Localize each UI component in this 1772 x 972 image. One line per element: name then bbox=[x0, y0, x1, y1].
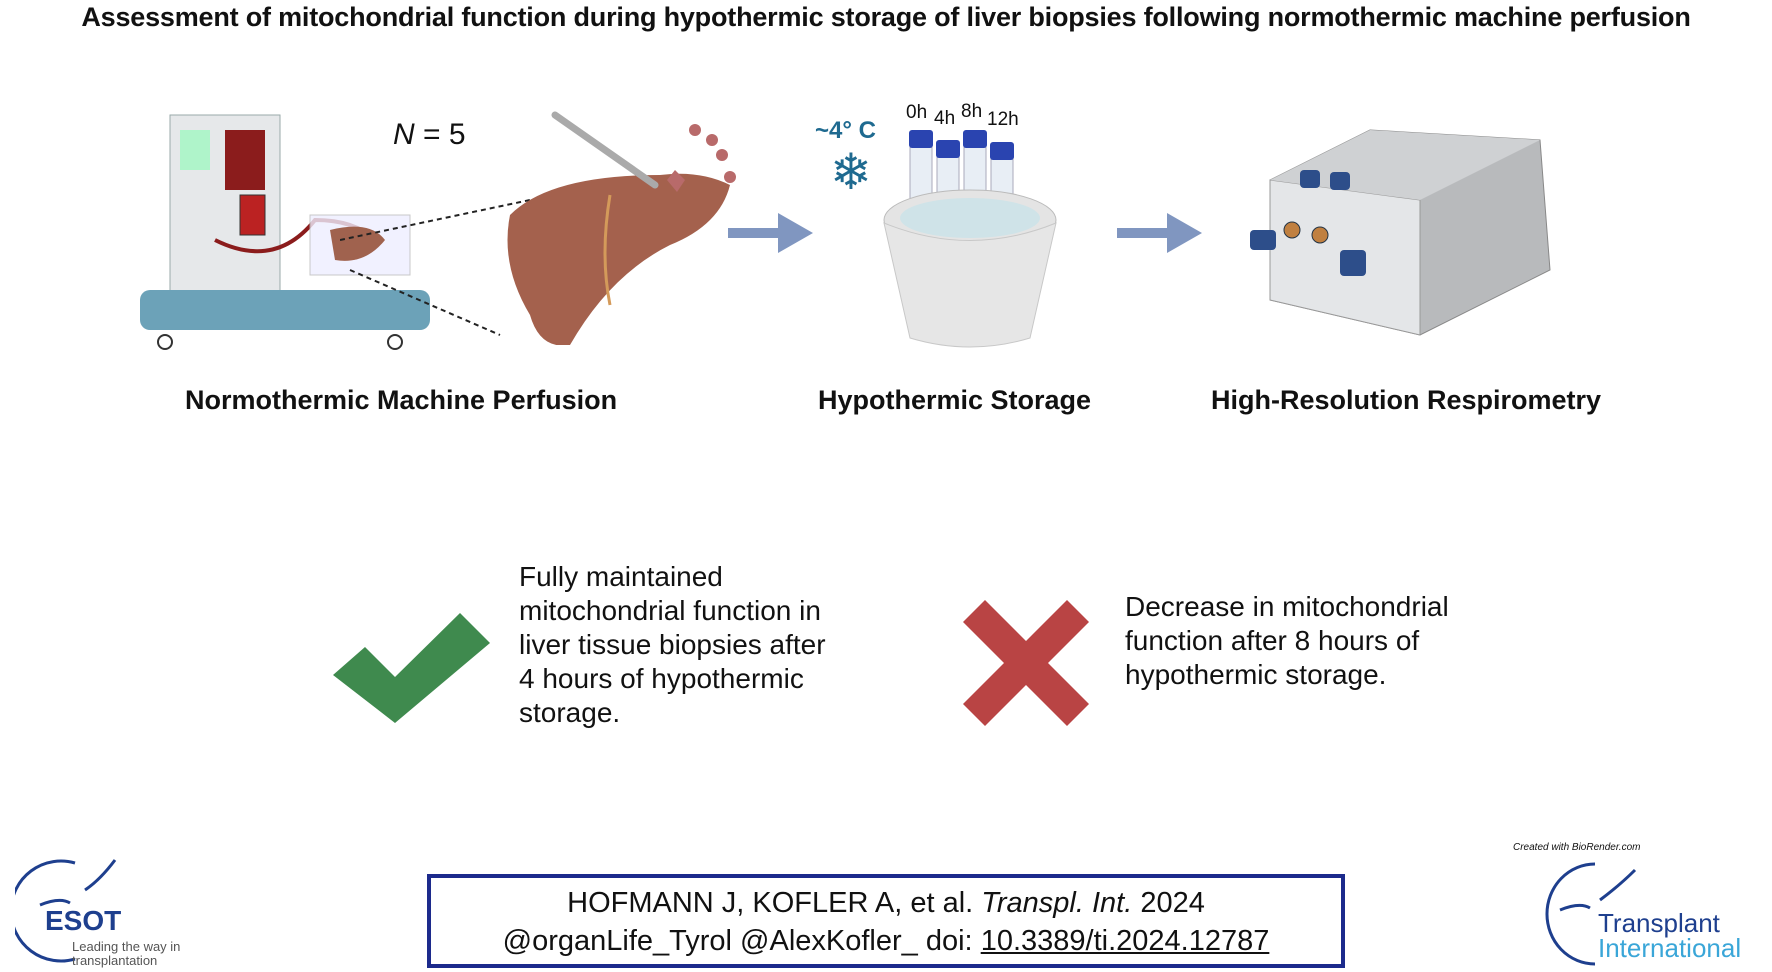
step-label-perfusion: Normothermic Machine Perfusion bbox=[185, 385, 618, 415]
citation-line-1: HOFMANN J, KOFLER A, et al. Transpl. Int… bbox=[567, 887, 1205, 919]
checkmark-icon bbox=[333, 613, 490, 723]
timepoint-label: 8h bbox=[961, 101, 983, 122]
citation-box: HOFMANN J, KOFLER A, et al. Transpl. Int… bbox=[427, 874, 1345, 968]
citation-line-2: @organLife_Tyrol @AlexKofler_ doi: 10.33… bbox=[502, 925, 1270, 957]
positive-result-text: Fully maintained mitochondrial function … bbox=[519, 561, 826, 728]
perfusion-machine-illustration bbox=[140, 114, 430, 350]
step-label-respirometry: High-Resolution Respirometry bbox=[1211, 385, 1602, 415]
respirometer-illustration bbox=[1250, 129, 1551, 336]
timepoint-labels: 0h 4h 8h 12h bbox=[904, 100, 1024, 130]
esot-logo bbox=[15, 859, 117, 963]
arrow-right-icon bbox=[1117, 213, 1202, 253]
liver-biopsy-illustration bbox=[507, 111, 736, 345]
timepoint-label: 0h bbox=[906, 102, 928, 123]
zoom-dashed-lines bbox=[340, 199, 531, 336]
timepoint-label: 4h bbox=[934, 108, 956, 129]
timepoint-label: 12h bbox=[987, 109, 1019, 130]
transplant-logo-text: Transplant bbox=[1598, 908, 1720, 938]
snowflake-icon: ❄ bbox=[830, 144, 872, 200]
temperature-label: ~4° C bbox=[815, 117, 876, 144]
figure-title: Assessment of mitochondrial function dur… bbox=[81, 2, 1691, 32]
negative-result-text: Decrease in mitochondrial function after… bbox=[1125, 591, 1449, 690]
biorender-credit: Created with BioRender.com bbox=[1513, 842, 1641, 853]
cross-icon bbox=[963, 600, 1089, 726]
transplant-international-logo bbox=[1545, 862, 1637, 966]
sample-size-label: N = 5 bbox=[393, 118, 466, 151]
arrow-right-icon bbox=[728, 213, 813, 253]
esot-logo-text: ESOT bbox=[45, 905, 122, 936]
international-logo-text: International bbox=[1598, 933, 1742, 963]
doi-link[interactable]: 10.3389/ti.2024.12787 bbox=[980, 925, 1270, 957]
ice-bucket-with-tubes-illustration bbox=[883, 130, 1057, 348]
step-label-storage: Hypothermic Storage bbox=[818, 385, 1092, 415]
esot-tagline: Leading the way in transplantation bbox=[72, 939, 181, 968]
